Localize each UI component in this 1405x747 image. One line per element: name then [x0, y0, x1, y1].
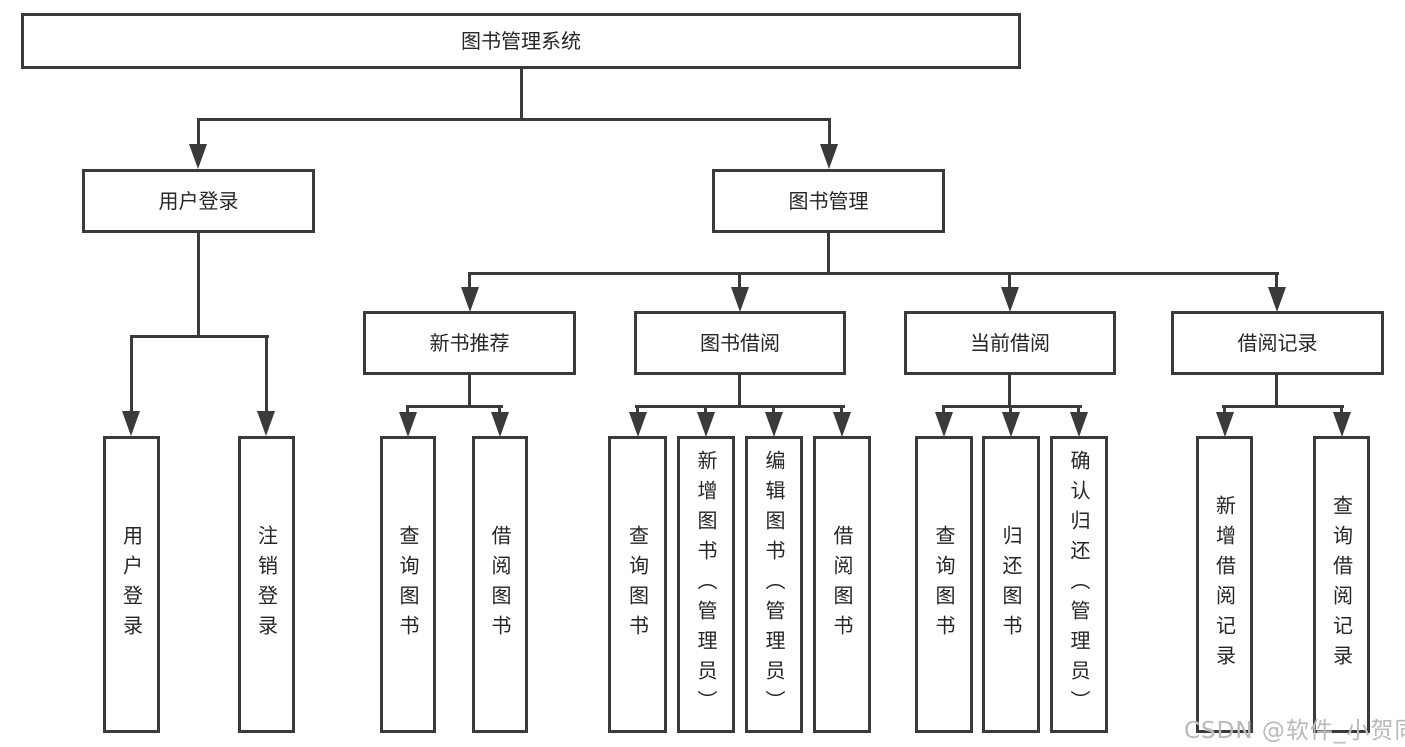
node-label: 注销登录 [254, 524, 279, 645]
arrowhead-down-icon [731, 287, 749, 312]
arrowhead-down-icon [122, 411, 140, 436]
arrowhead-down-icon [1216, 412, 1234, 437]
node-label: 查询图书 [932, 524, 956, 645]
edge-bookmgmt-stem-3 [1008, 272, 1011, 289]
node-user-login: 用户登录 [82, 169, 315, 233]
leaf-logout: 注销登录 [238, 436, 295, 733]
node-label: 图书管理系统 [461, 29, 581, 53]
node-book-borrowing: 图书借阅 [634, 311, 846, 375]
edge-newbook-stem-1 [406, 405, 409, 415]
arrowhead-down-icon [1333, 412, 1351, 437]
edge-root-trunk [520, 69, 523, 118]
edge-current-stem-2 [1009, 405, 1012, 415]
leaf-current-return-books: 归还图书 [982, 436, 1040, 733]
edge-root-stem-left [197, 118, 200, 146]
node-label: 确认归还（管理员） [1067, 449, 1091, 720]
node-label: 查询借阅记录 [1329, 494, 1354, 675]
edge-borrowing-stem-2 [704, 405, 707, 415]
arrowhead-down-icon [765, 412, 783, 437]
csdn-watermark: CSDN @软件_小贺同学 [1184, 718, 1405, 744]
edge-current-trunk [1008, 375, 1011, 405]
node-label: 归还图书 [999, 524, 1023, 645]
leaf-records-add-record: 新增借阅记录 [1196, 436, 1253, 733]
leaf-borrowing-borrow-books: 借阅图书 [813, 436, 871, 733]
edge-records-bus [1222, 405, 1344, 408]
edge-root-bus [198, 118, 829, 121]
node-label: 用户登录 [119, 524, 144, 645]
edge-root-stem-right [828, 118, 831, 146]
arrowhead-down-icon [1001, 287, 1019, 312]
edge-userlogin-stem-2 [265, 335, 268, 414]
arrowhead-down-icon [935, 412, 953, 437]
edge-userlogin-trunk [197, 233, 200, 335]
node-label: 图书借阅 [700, 331, 780, 355]
arrowhead-down-icon [820, 144, 838, 169]
arrowhead-down-icon [1268, 287, 1286, 312]
arrowhead-down-icon [257, 411, 275, 436]
edge-borrowing-bus [635, 405, 845, 408]
arrowhead-down-icon [629, 412, 647, 437]
arrowhead-down-icon [833, 412, 851, 437]
node-label: 图书管理 [788, 189, 869, 213]
leaf-newbook-borrow-books: 借阅图书 [472, 436, 528, 733]
node-borrowing-records: 借阅记录 [1171, 311, 1384, 375]
edge-borrowing-stem-4 [840, 405, 843, 415]
node-current-borrowing: 当前借阅 [904, 311, 1116, 375]
edge-bookmgmt-stem-4 [1275, 272, 1278, 289]
edge-newbook-trunk [468, 375, 471, 405]
edge-userlogin-stem-1 [130, 335, 133, 414]
node-label: 借阅记录 [1237, 331, 1318, 355]
node-label: 借阅图书 [830, 524, 854, 645]
edge-newbook-bus [406, 405, 503, 408]
leaf-newbook-query-books: 查询图书 [380, 436, 436, 733]
arrowhead-down-icon [1002, 412, 1020, 437]
node-label: 编辑图书（管理员） [762, 449, 786, 720]
node-label: 当前借阅 [970, 331, 1050, 355]
leaf-current-confirm-return-admin: 确认归还（管理员） [1050, 436, 1108, 733]
node-new-book-recommend: 新书推荐 [363, 311, 576, 375]
edge-bookmgmt-bus [468, 272, 1279, 275]
arrowhead-down-icon [461, 287, 479, 312]
arrowhead-down-icon [189, 144, 207, 169]
edge-records-stem-2 [1340, 405, 1343, 415]
edge-borrowing-stem-1 [636, 405, 639, 415]
edge-records-trunk [1275, 375, 1278, 405]
node-label: 查询图书 [396, 524, 420, 645]
node-library-management-system: 图书管理系统 [21, 13, 1021, 69]
edge-borrowing-stem-3 [772, 405, 775, 415]
arrowhead-down-icon [1070, 412, 1088, 437]
edge-userlogin-bus [130, 335, 269, 338]
node-label: 用户登录 [158, 189, 239, 213]
edge-current-bus [942, 405, 1082, 408]
leaf-user-login: 用户登录 [103, 436, 160, 733]
leaf-borrowing-edit-books-admin: 编辑图书（管理员） [745, 436, 803, 733]
edge-current-stem-1 [942, 405, 945, 415]
node-label: 新增图书（管理员） [694, 449, 718, 720]
edge-borrowing-trunk [738, 375, 741, 405]
leaf-borrowing-query-books: 查询图书 [608, 436, 667, 733]
node-label: 查询图书 [625, 524, 650, 645]
arrowhead-down-icon [399, 412, 417, 437]
node-label: 借阅图书 [488, 524, 512, 645]
edge-bookmgmt-trunk [827, 233, 830, 272]
edge-bookmgmt-stem-2 [738, 272, 741, 289]
edge-records-stem-1 [1223, 405, 1226, 415]
leaf-records-query-record: 查询借阅记录 [1313, 436, 1370, 733]
arrowhead-down-icon [697, 412, 715, 437]
node-label: 新书推荐 [429, 331, 510, 355]
node-label: 新增借阅记录 [1212, 494, 1237, 675]
edge-current-stem-3 [1077, 405, 1080, 415]
edge-bookmgmt-stem-1 [468, 272, 471, 289]
edge-newbook-stem-2 [498, 405, 501, 415]
leaf-borrowing-add-books-admin: 新增图书（管理员） [677, 436, 735, 733]
leaf-current-query-books: 查询图书 [915, 436, 973, 733]
arrowhead-down-icon [491, 412, 509, 437]
node-book-management: 图书管理 [712, 169, 945, 233]
